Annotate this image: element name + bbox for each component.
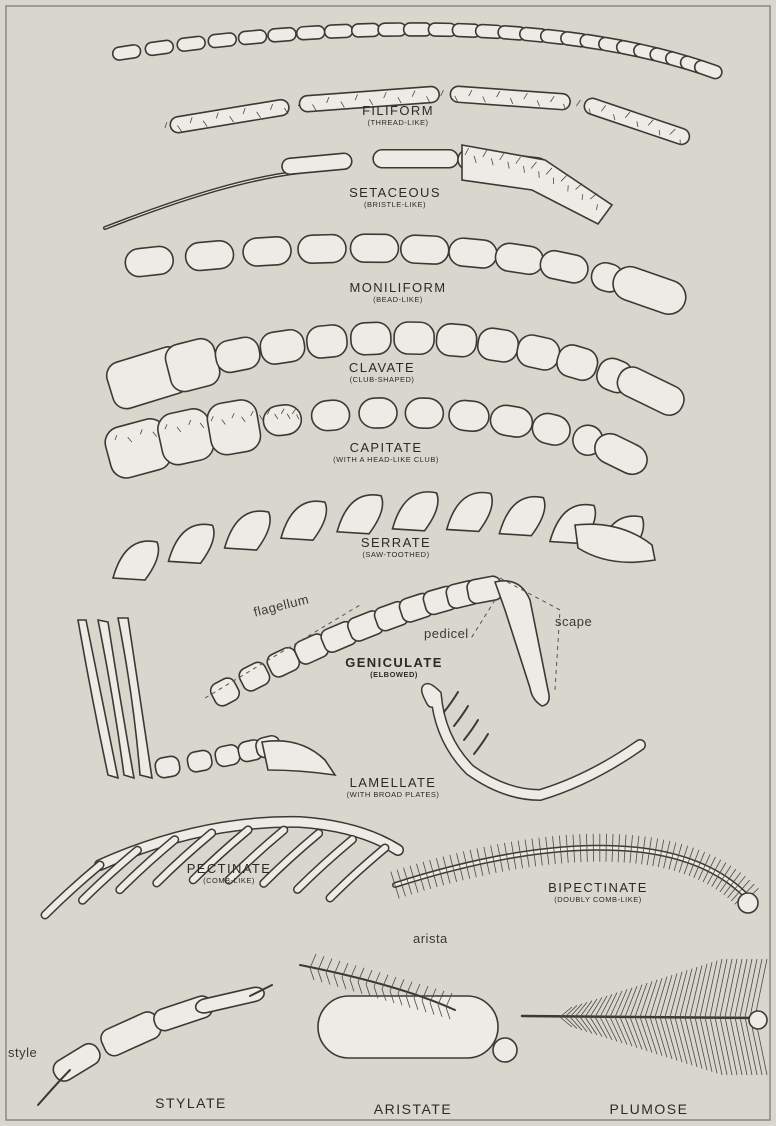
bipectinate-desc: (DOUBLY COMB-LIKE) [548,895,648,904]
filiform-name: FILIFORM [362,103,434,118]
label-moniliform: MONILIFORM (BEAD-LIKE) [349,280,446,304]
moniliform-desc: (BEAD-LIKE) [349,295,446,304]
setaceous-desc: (BRISTLE-LIKE) [349,200,441,209]
capitate-desc: (WITH A HEAD-LIKE CLUB) [333,455,439,464]
scape-label: scape [555,614,592,629]
label-filiform: FILIFORM (THREAD-LIKE) [362,103,434,127]
label-lamellate: LAMELLATE (WITH BROAD PLATES) [347,775,440,799]
plumose-name: PLUMOSE [610,1101,689,1117]
label-geniculate: GENICULATE (ELBOWED) [345,655,443,679]
moniliform-name: MONILIFORM [349,280,446,295]
label-clavate: CLAVATE (CLUB-SHAPED) [349,360,415,384]
pedicel-label: pedicel [424,626,469,641]
stylate-name: STYLATE [155,1095,227,1111]
setaceous-name: SETACEOUS [349,185,441,200]
serrate-desc: (SAW-TOOTHED) [361,550,431,559]
label-setaceous: SETACEOUS (BRISTLE-LIKE) [349,185,441,209]
label-serrate: SERRATE (SAW-TOOTHED) [361,535,431,559]
capitate-name: CAPITATE [333,440,439,455]
label-pectinate: PECTINATE (COMB-LIKE) [187,861,272,885]
arista-label: arista [413,931,448,946]
geniculate-name: GENICULATE [345,655,443,670]
lamellate-name: LAMELLATE [347,775,440,790]
pectinate-desc: (COMB-LIKE) [187,876,272,885]
filiform-desc: (THREAD-LIKE) [362,118,434,127]
lamellate-desc: (WITH BROAD PLATES) [347,790,440,799]
label-bipectinate: BIPECTINATE (DOUBLY COMB-LIKE) [548,880,648,904]
style-label: style [8,1045,37,1060]
pectinate-name: PECTINATE [187,861,272,876]
clavate-desc: (CLUB-SHAPED) [349,375,415,384]
clavate-name: CLAVATE [349,360,415,375]
geniculate-desc: (ELBOWED) [345,670,443,679]
aristate-name: ARISTATE [374,1101,452,1117]
serrate-name: SERRATE [361,535,431,550]
bipectinate-name: BIPECTINATE [548,880,648,895]
label-capitate: CAPITATE (WITH A HEAD-LIKE CLUB) [333,440,439,464]
